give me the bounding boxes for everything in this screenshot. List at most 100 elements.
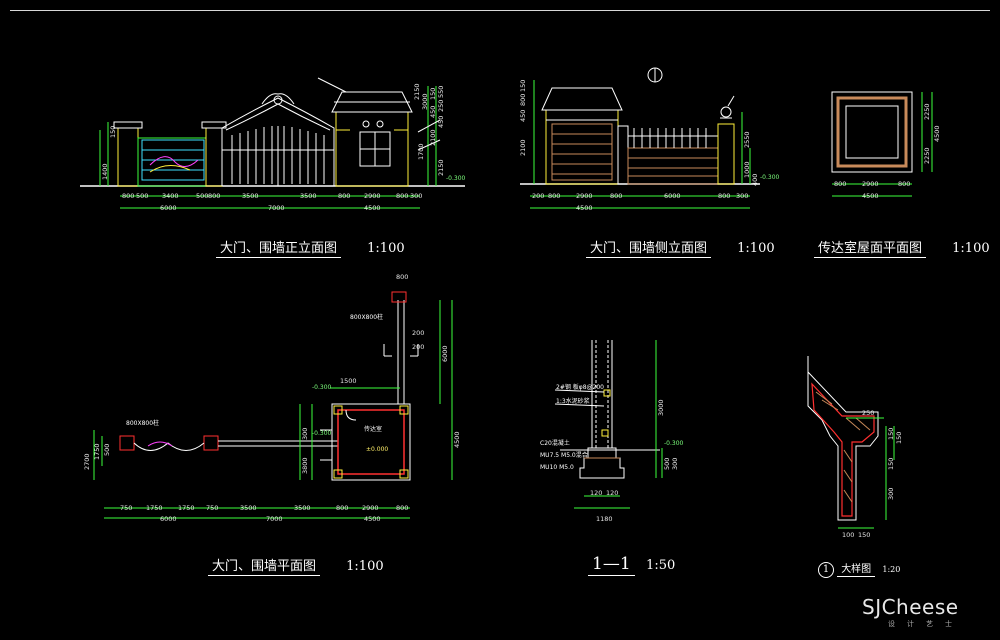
level-mark: -0.300	[312, 430, 332, 437]
dim: 200	[412, 329, 425, 337]
dim: 120	[606, 489, 619, 497]
dim: 7000	[268, 204, 285, 212]
dim: 500	[663, 457, 671, 470]
level-mark: -0.300	[312, 384, 332, 391]
dim: 1750	[146, 504, 163, 512]
dim: 120	[590, 489, 603, 497]
dim: 4500	[364, 204, 381, 212]
dim: 3000	[657, 399, 665, 416]
title-detail: 1 大样图 1:20	[818, 562, 900, 578]
dim: 1400	[101, 163, 109, 180]
dim: 7000	[266, 515, 283, 523]
dim: 300	[736, 192, 749, 200]
dim: 2550	[743, 131, 751, 148]
note: MU10 M5.0	[540, 464, 574, 471]
note: 2#钢 板φ8@200	[556, 384, 604, 391]
dim: 450	[437, 115, 445, 128]
title-plan: 大门、围墙平面图 1:100	[208, 559, 384, 576]
dim: 4500	[364, 515, 381, 523]
title-text: 1—1	[588, 554, 635, 576]
label-pier-2: 800X800柱	[350, 314, 384, 321]
dim: 800	[396, 273, 409, 281]
dim: 3500	[242, 192, 259, 200]
dim: 6000	[441, 345, 449, 362]
dim: 2700	[83, 453, 91, 470]
roof-plan	[831, 91, 933, 197]
dim: 800	[396, 504, 409, 512]
dim: 6000	[664, 192, 681, 200]
dim: 3800	[301, 457, 309, 474]
dim: 800	[519, 93, 527, 106]
level-mark: -0.300	[446, 175, 466, 182]
dim: 500	[103, 443, 111, 456]
dim: 1750	[93, 443, 101, 460]
dim: 4500	[576, 204, 593, 212]
dim: 150	[519, 79, 527, 92]
detail-1	[807, 356, 895, 529]
dim: 800	[336, 504, 349, 512]
dim: 800	[208, 192, 221, 200]
dim: 200	[532, 192, 545, 200]
dim: 450	[519, 109, 527, 122]
plan-view	[93, 291, 453, 519]
level-mark: -0.300	[760, 174, 780, 181]
note: 1:3水泥砂浆	[556, 398, 590, 405]
side-elevation	[520, 67, 760, 209]
dim: 4500	[453, 431, 461, 448]
dim: 300	[887, 487, 895, 500]
dim: 150	[429, 87, 437, 100]
dim: 3500	[294, 504, 311, 512]
title-text: 大门、围墙平面图	[208, 559, 321, 576]
dim: 2900	[362, 504, 379, 512]
title-text: 传达室屋面平面图	[814, 241, 927, 258]
dim: 500	[196, 192, 209, 200]
dim: 300	[671, 457, 679, 470]
level-mark: -0.300	[664, 440, 684, 447]
dim: 2100	[519, 139, 527, 156]
dim: 150	[887, 457, 895, 470]
room-label: 传达室	[364, 426, 383, 433]
note: MU7.5 M5.0混合	[540, 452, 588, 459]
dim: 3400	[162, 192, 179, 200]
dim: 3000	[421, 93, 429, 110]
title-side-elevation: 大门、围墙侧立面图 1:100	[586, 241, 775, 258]
dim: 4500	[933, 125, 941, 142]
title-roof-plan: 传达室屋面平面图 1:100	[814, 241, 990, 258]
label-pier: 800X800柱	[126, 420, 160, 427]
dim: 800	[122, 192, 135, 200]
dim: 150	[858, 531, 871, 539]
dim: 800	[338, 192, 351, 200]
dim: 2250	[923, 103, 931, 120]
floor-level: ±0.000	[366, 446, 389, 453]
dim: 2900	[576, 192, 593, 200]
title-scale: 1:100	[367, 241, 405, 256]
title-scale: 1:20	[882, 565, 901, 574]
dim: 400	[751, 173, 759, 186]
dim: 1500	[340, 377, 357, 385]
dim: 250	[862, 409, 875, 417]
dim: 800	[718, 192, 731, 200]
dim: 1180	[596, 515, 613, 523]
dim: 550	[437, 85, 445, 98]
dim: 2150	[437, 159, 445, 176]
dim: 800	[610, 192, 623, 200]
title-section: 1—1 1:50	[588, 554, 675, 576]
dim: 300	[410, 192, 423, 200]
watermark-sub: 设计艺士	[888, 620, 964, 628]
dim: 2900	[862, 180, 879, 188]
section-1-1	[554, 340, 663, 509]
dim: 750	[120, 504, 133, 512]
title-scale: 1:100	[952, 241, 990, 256]
detail-number-circle: 1	[818, 562, 834, 578]
dim: 450	[429, 105, 437, 118]
title-front-elevation: 大门、围墙正立面图 1:100	[216, 241, 405, 258]
title-text: 大门、围墙正立面图	[216, 241, 342, 258]
dim: 150	[109, 125, 117, 138]
dim: 250	[437, 99, 445, 112]
title-text: 大样图	[837, 564, 876, 577]
dim: 3500	[240, 504, 257, 512]
title-scale: 1:100	[346, 559, 384, 574]
dim: 2100	[429, 129, 437, 146]
dim: 500	[136, 192, 149, 200]
